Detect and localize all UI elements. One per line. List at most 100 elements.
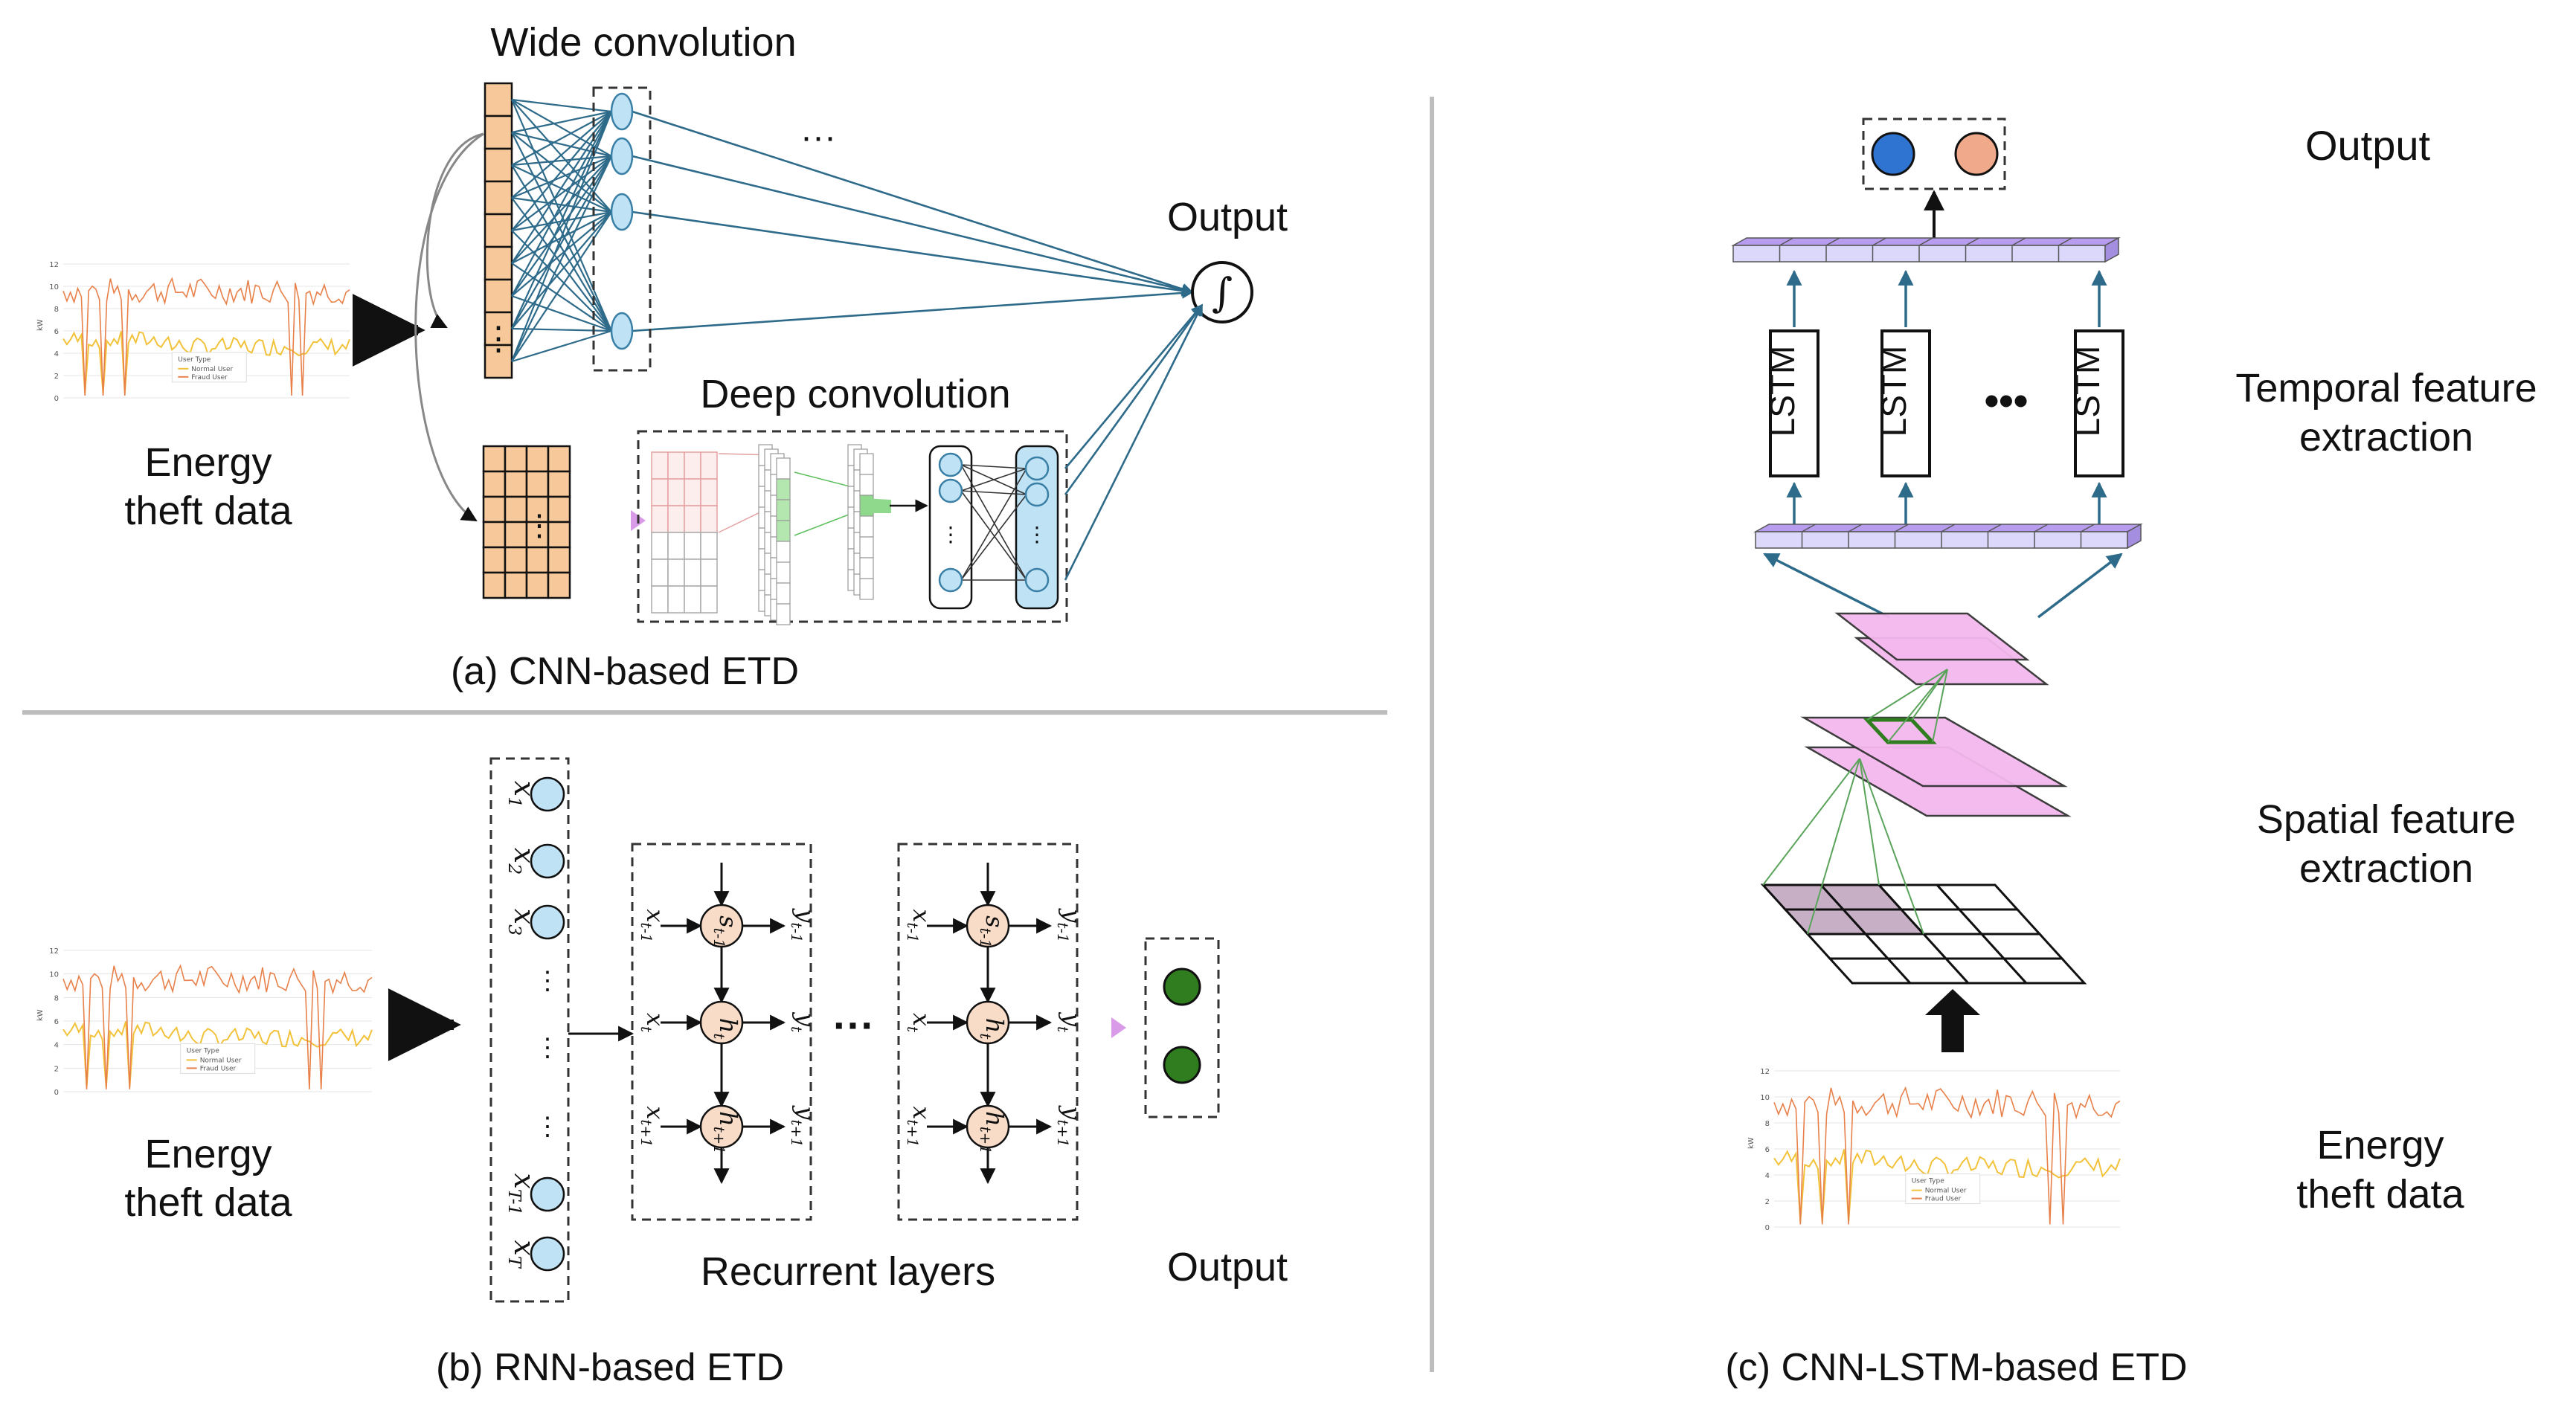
input-label: xT [504, 1240, 541, 1269]
panel-a-input-label-2: theft data [124, 489, 292, 533]
fc-edge [960, 494, 1027, 581]
chart-ytick: 12 [49, 261, 59, 269]
wide-edge [511, 155, 612, 362]
temporal-label-1: Temporal feature [2235, 366, 2537, 410]
wide-edge [511, 211, 612, 362]
column-cell [484, 278, 513, 314]
wide-edge [511, 211, 612, 329]
chart-ytick: 2 [54, 373, 59, 381]
deep-input-grid [482, 445, 571, 599]
wide-edge [511, 197, 612, 332]
cell-left-label: xt [637, 1013, 669, 1032]
bottom-bar-divider [1941, 524, 1956, 532]
grid-cell [504, 495, 528, 524]
wide-to-output-edge [632, 155, 1194, 296]
map-to-bar-arrow [1763, 553, 1890, 619]
fc-dots: ⋮ [1027, 523, 1047, 546]
sequence-dots: ⋮ [535, 967, 560, 995]
chart-ytick: 0 [54, 1089, 59, 1097]
grid-cell [482, 470, 507, 498]
grid-projection [1859, 758, 1924, 935]
wide-edge [511, 164, 612, 332]
fc-dots: ⋮ [940, 523, 961, 546]
wide-edge [511, 111, 612, 329]
wide-node [610, 137, 634, 176]
lstm-block [2074, 329, 2124, 477]
deep-input-cell [651, 505, 669, 533]
deep-input-cell [651, 478, 669, 506]
chart-ytick: 10 [1760, 1094, 1770, 1102]
grid-cell [482, 571, 507, 599]
chart-background [1744, 1063, 2131, 1242]
column-cell [484, 245, 513, 281]
deep-feature-cell [776, 499, 791, 521]
chart-ylabel: kW [1747, 1137, 1756, 1149]
panel-c-caption: (c) CNN-LSTM-based ETD [1725, 1346, 2187, 1389]
wide-edge [511, 99, 612, 213]
deep-input-cell [700, 558, 718, 587]
temporal-label-2: extraction [2299, 415, 2473, 460]
grid-vertical-dots: ⋮ [524, 509, 554, 542]
wide-connections [510, 98, 1194, 363]
grid-cell [504, 521, 528, 549]
hidden-state-label: ht+1 [977, 1111, 1009, 1154]
input-grid-cell [2001, 957, 2087, 985]
wide-edge [511, 329, 612, 363]
grid-cell [482, 546, 507, 574]
grid-cell [482, 521, 507, 549]
chart-ylabel: kW [36, 1009, 45, 1021]
grid-cell [504, 470, 528, 498]
deep-input-cell [684, 505, 701, 533]
output-class-fraud [1954, 132, 1999, 176]
bottom-bar-divider [1848, 524, 1863, 532]
cell-right-label: yt+1 [1054, 1104, 1086, 1147]
top-bar-divider [1779, 237, 1793, 246]
deep-input-cell [684, 478, 701, 506]
chart-fraud-series [1773, 1086, 2121, 1225]
wide-convolution-title: Wide convolution [490, 20, 796, 65]
deep-input-cell [667, 478, 685, 506]
lstm-input-bar [1753, 523, 2143, 550]
deep-input-cell [684, 558, 701, 587]
column-cell [484, 213, 513, 248]
fc-edge [960, 468, 1027, 581]
wide-edge [511, 132, 612, 332]
wide-ellipsis: ··· [800, 117, 836, 157]
chart-ytick: 2 [1765, 1198, 1770, 1206]
chart-legend-item: Fraud User [191, 374, 228, 381]
cell-right-label: yt-1 [788, 907, 820, 942]
chart-ytick: 4 [54, 350, 59, 358]
hidden-state-label: ht [710, 1018, 742, 1040]
chart-ytick: 6 [54, 328, 59, 336]
spatial-label-1: Spatial feature [2257, 797, 2516, 842]
wide-edge [511, 263, 612, 332]
chart-ytick: 4 [54, 1042, 59, 1050]
deep-feature-cell [776, 561, 791, 584]
hidden-state-label: ht+1 [710, 1111, 742, 1154]
chart-legend-title: User Type [187, 1047, 220, 1055]
chart-normal-series [62, 331, 350, 394]
column-vertical-dots: ⋮ [482, 321, 515, 357]
deep-to-output-edge [1064, 303, 1204, 495]
panel-c-input-arrow [1925, 989, 1980, 1052]
input-label: x3 [504, 909, 541, 936]
wide-to-output-edge [632, 210, 1194, 297]
wide-edge [511, 155, 612, 167]
recurrent-layer-box [897, 843, 1079, 1221]
fc-edge [960, 464, 1027, 581]
grid-cell [547, 495, 571, 524]
chart-ytick: 8 [54, 994, 59, 1002]
integral-node [1191, 261, 1253, 323]
output-class-normal [1871, 132, 1915, 176]
wide-edge [511, 111, 612, 297]
hidden-state-node [966, 1000, 1010, 1045]
hidden-state-node [966, 1104, 1010, 1149]
bottom-bar-divider [1895, 524, 1909, 532]
input-label: x1 [504, 781, 541, 808]
branch-curve-bottom [414, 132, 484, 522]
